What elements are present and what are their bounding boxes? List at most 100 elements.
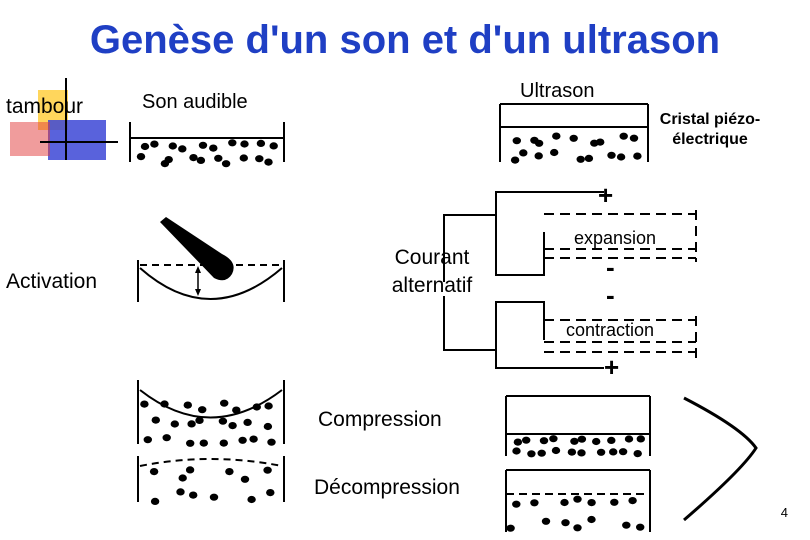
- label-ultrason: Ultrason: [520, 80, 595, 102]
- air-particle: [519, 149, 528, 157]
- slide-title: Genèse d'un son et d'un ultrason: [89, 18, 721, 62]
- air-particle: [530, 499, 539, 507]
- air-particle: [527, 450, 536, 458]
- air-particle: [176, 488, 185, 496]
- crystal-decompression: [505, 469, 651, 532]
- air-particle: [149, 468, 159, 476]
- air-particle: [162, 434, 171, 442]
- air-particle: [633, 450, 642, 458]
- air-particle: [633, 152, 642, 160]
- air-particle: [238, 436, 247, 444]
- air-particle: [240, 475, 250, 483]
- page-number: 4: [780, 505, 788, 520]
- air-particle: [220, 399, 229, 407]
- air-particle: [178, 145, 187, 153]
- air-particle: [610, 498, 619, 506]
- air-particle: [541, 517, 551, 525]
- label-contraction: contraction: [566, 320, 655, 340]
- label-compression: Compression: [318, 408, 442, 431]
- air-particle: [143, 436, 152, 444]
- air-particle: [198, 406, 207, 414]
- label-expansion: expansion: [574, 228, 657, 248]
- crystal-compression: [505, 395, 651, 458]
- air-particle: [551, 446, 561, 455]
- label-cristal-line1: Cristal piézo-: [659, 111, 761, 128]
- air-particle: [252, 403, 261, 411]
- air-particle: [561, 519, 570, 527]
- air-particle: [266, 489, 275, 497]
- air-particle: [570, 437, 579, 445]
- air-particle: [189, 491, 198, 499]
- air-particle: [243, 418, 252, 426]
- air-particle: [195, 416, 204, 424]
- air-particle: [240, 140, 249, 148]
- air-particle: [140, 400, 149, 408]
- air-particle: [522, 436, 531, 444]
- air-particle: [249, 435, 258, 443]
- air-particle: [513, 438, 523, 446]
- air-particle: [264, 158, 273, 166]
- air-particle: [607, 436, 616, 444]
- air-particle: [214, 154, 223, 162]
- air-particle: [189, 154, 198, 162]
- air-particle: [512, 500, 521, 508]
- logo-squares: [10, 78, 118, 160]
- air-particle: [587, 515, 596, 524]
- air-particle: [549, 435, 558, 443]
- air-particle: [636, 435, 645, 443]
- air-particles-crystal: [510, 132, 642, 164]
- air-particle: [209, 493, 219, 501]
- air-particle: [218, 417, 228, 425]
- air-particle: [168, 142, 177, 150]
- drumstick-icon: [160, 217, 234, 281]
- crystal-rest: [499, 103, 649, 164]
- drum-activation: [137, 217, 285, 302]
- label-decompression: Décompression: [314, 476, 460, 499]
- crystal-expansion: [544, 210, 697, 262]
- air-particle: [622, 521, 631, 529]
- air-particles-crystal-decompressed: [506, 495, 645, 532]
- label-son-audible: Son audible: [142, 91, 248, 113]
- air-particle: [596, 448, 606, 456]
- label-cristal-line2: électrique: [672, 131, 748, 148]
- air-particle: [209, 144, 218, 152]
- air-particle: [577, 435, 587, 443]
- air-particle: [584, 154, 594, 162]
- air-particle: [239, 154, 248, 162]
- air-particle: [136, 153, 146, 161]
- grouping-bracket: [683, 396, 758, 522]
- air-particle: [537, 449, 546, 457]
- air-particles-compressed: [140, 399, 276, 447]
- air-particle: [624, 435, 634, 443]
- air-particle: [151, 416, 160, 424]
- air-particle: [596, 138, 605, 146]
- label-tambour: tambour: [6, 95, 84, 118]
- air-particle: [506, 524, 515, 532]
- air-particle: [150, 140, 159, 148]
- air-particle: [256, 139, 266, 147]
- air-particle: [196, 156, 206, 164]
- air-particle: [510, 156, 520, 164]
- air-particle: [170, 420, 179, 428]
- air-particle: [221, 160, 231, 168]
- air-particle: [225, 468, 234, 476]
- air-particle: [198, 141, 208, 149]
- air-particle: [140, 142, 150, 151]
- air-particle: [577, 449, 586, 457]
- air-particle: [263, 422, 273, 431]
- air-particle: [573, 524, 582, 532]
- air-particle: [255, 155, 264, 163]
- air-particle: [573, 495, 582, 503]
- air-particle: [228, 422, 237, 430]
- air-particle: [219, 439, 228, 447]
- drum-rest: [129, 122, 285, 168]
- air-particle: [232, 406, 241, 414]
- label-activation: Activation: [6, 270, 98, 293]
- crystal-contraction: [544, 316, 697, 360]
- sign-plus-bottom: +: [604, 352, 620, 382]
- air-particle: [512, 447, 521, 455]
- air-particle: [164, 156, 173, 164]
- sign-minus-1: -: [606, 252, 615, 282]
